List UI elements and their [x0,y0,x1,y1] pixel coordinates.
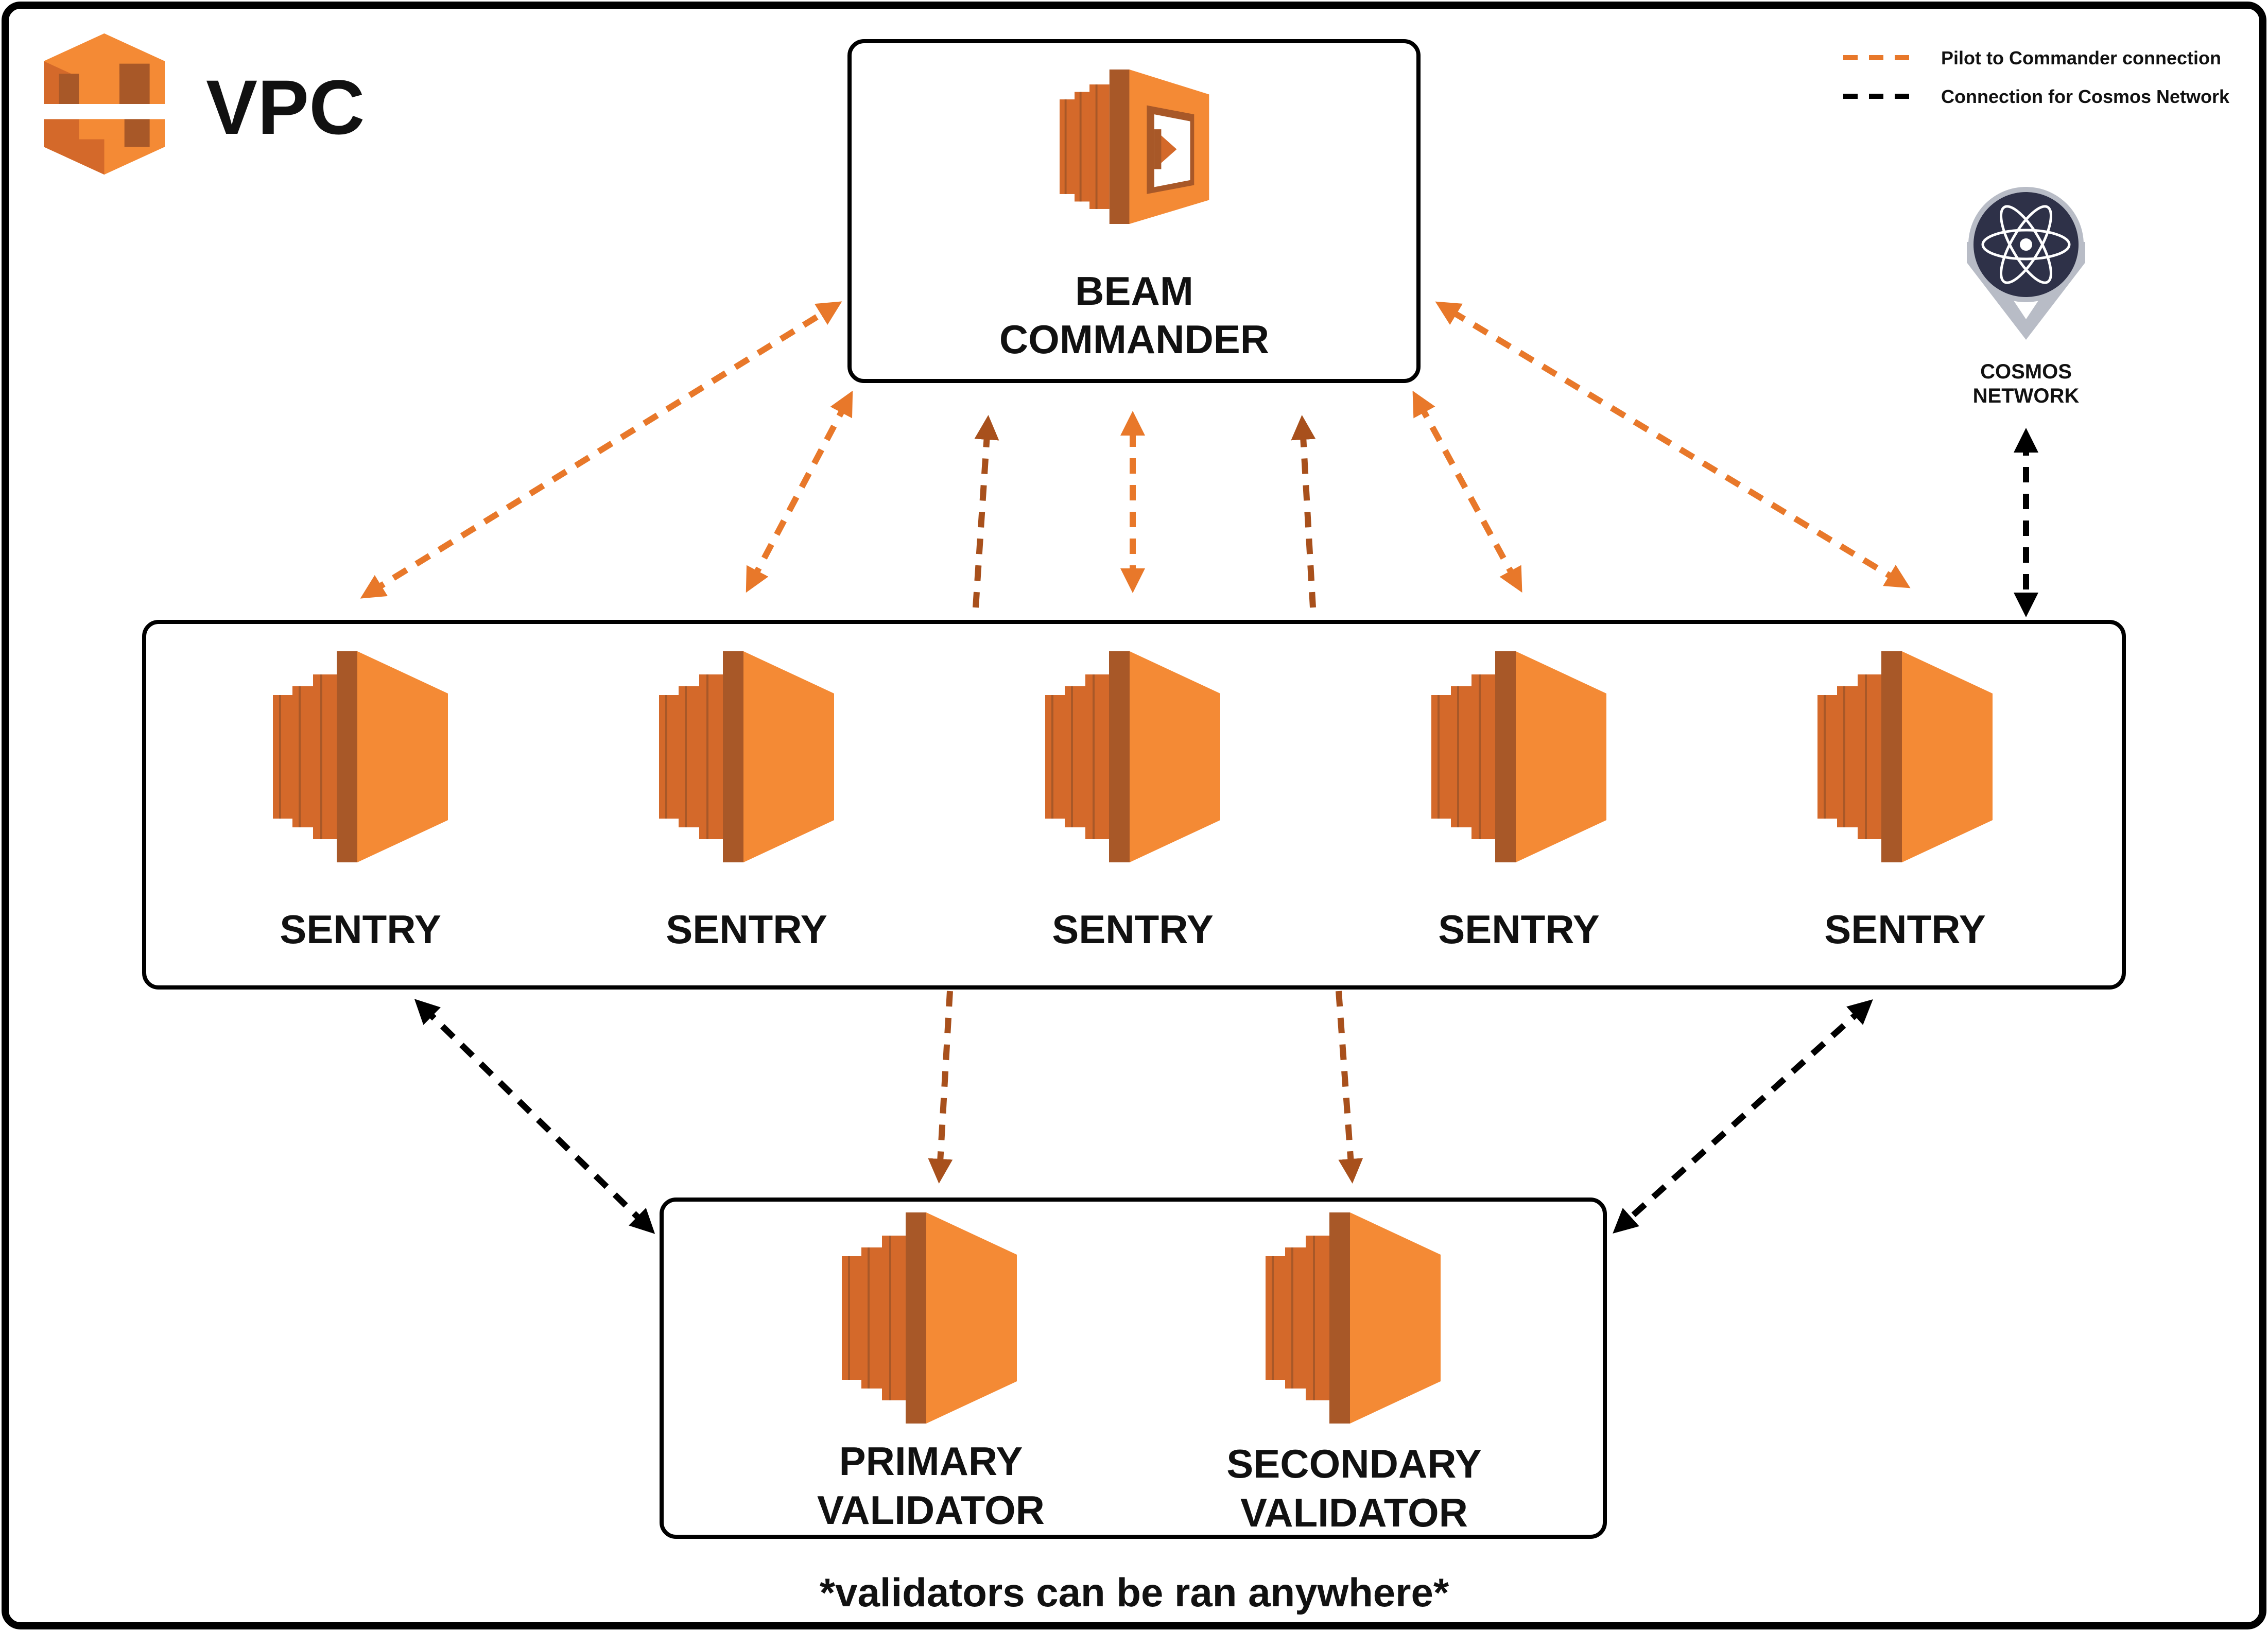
sentry-label: SENTRY [1052,907,1214,952]
validator-node-secondary: SECONDARY VALIDATOR [1226,1212,1482,1535]
sentry-label: SENTRY [1824,907,1986,952]
sentry-node-3: SENTRY [1045,651,1220,952]
arrow-sentrybox-commander-left [973,415,999,608]
validator-node-primary: PRIMARY VALIDATOR [817,1212,1045,1533]
pilot-commander-arrows [360,301,1911,599]
sentry-node-1: SENTRY [273,651,448,952]
sentry-label: SENTRY [666,907,827,952]
sentry-node-5: SENTRY [1817,651,1993,952]
arrow-sentrybox-secondary [1336,991,1363,1184]
arrow-sentrybox-primary [928,991,953,1184]
validator-label-2: VALIDATOR [1240,1490,1468,1535]
sentry-node-2: SENTRY [659,651,834,952]
cosmos-label-1: COSMOS [1980,360,2072,383]
vpc-title: VPC [206,64,365,150]
arrow-sentry5-commander [1435,301,1911,588]
legend-label-cosmos: Connection for Cosmos Network [1941,86,2230,107]
cosmos-atom-icon [1967,187,2085,340]
arrow-sentrybox-validatorbox-right [1613,999,1873,1234]
legend: Pilot to Commander connection Connection… [1843,47,2230,107]
sentry-label: SENTRY [1438,907,1600,952]
commander-label-2: COMMANDER [999,317,1269,362]
validator-label-2: VALIDATOR [817,1487,1045,1533]
sentry-node-4: SENTRY [1431,651,1606,952]
legend-label-pilot: Pilot to Commander connection [1941,47,2221,68]
vpc-icon [44,33,165,175]
footnote: *validators can be ran anywhere* [820,1570,1449,1615]
sentry-label: SENTRY [280,907,441,952]
arrow-sentry1-commander [360,301,842,599]
arrow-sentrybox-commander-right [1291,415,1316,608]
commander-label-1: BEAM [1075,268,1193,314]
brown-arrows [928,415,1363,1184]
validator-label-1: PRIMARY [839,1438,1023,1484]
cosmos-network-arrows [414,428,2038,1234]
lambda-icon [1060,70,1209,224]
validator-label-1: SECONDARY [1226,1441,1482,1486]
cosmos-label-2: NETWORK [1973,385,2080,407]
arrow-sentry2-commander [746,390,853,593]
